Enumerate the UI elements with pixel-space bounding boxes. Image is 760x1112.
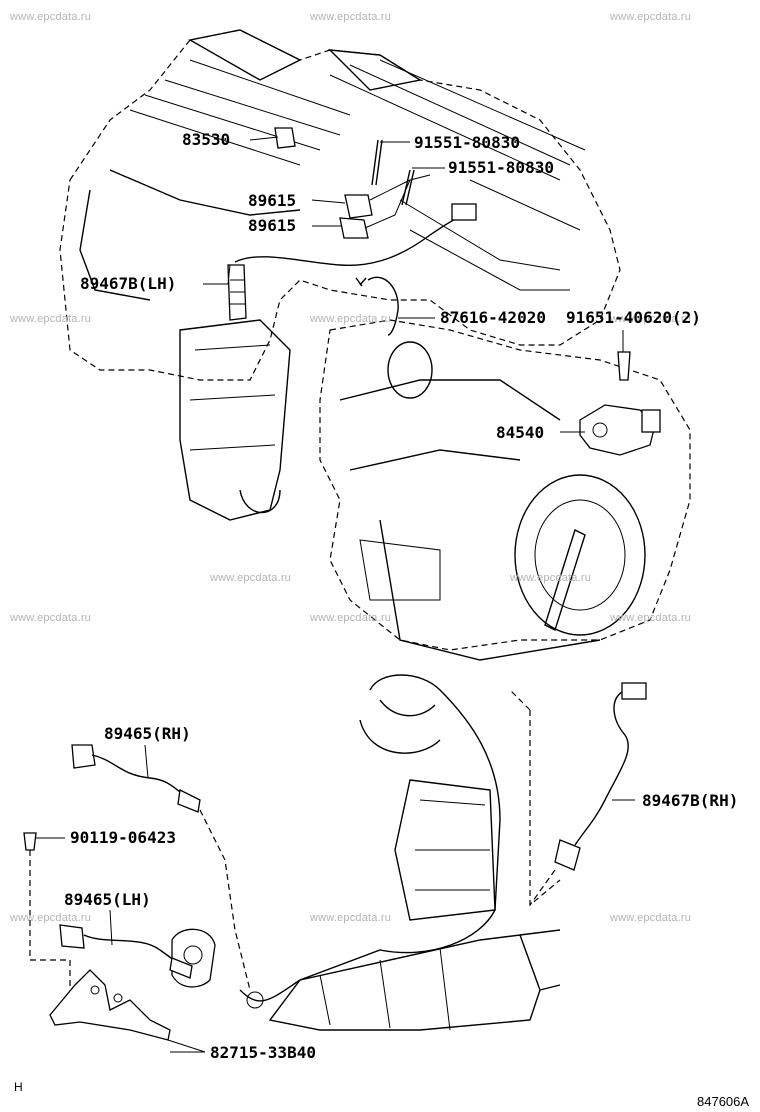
part-label-89465-lh[interactable]: 89465(LH) — [64, 890, 151, 909]
part-label-91551-a[interactable]: 91551-80830 — [414, 133, 520, 152]
neutral-start-switch — [579, 404, 656, 456]
knock-sensor-2 — [339, 217, 369, 239]
part-label-82715[interactable]: 82715-33B40 — [210, 1043, 316, 1062]
watermark-4: www.epcdata.ru — [10, 313, 92, 325]
watermark-2: www.epcdata.ru — [310, 11, 392, 23]
oil-pressure-switch — [274, 127, 296, 149]
part-label-89467b-lh[interactable]: 89467B(LH) — [80, 274, 177, 293]
o2-sensor-connector-lh — [59, 924, 85, 949]
watermark-9: www.epcdata.ru — [10, 612, 92, 624]
o2-sensor-connector-upper-rh — [621, 682, 647, 700]
watermark-13: www.epcdata.ru — [310, 912, 392, 924]
o2-sensor-connector-rh — [71, 744, 96, 769]
engine-outline — [59, 29, 621, 381]
part-label-87616[interactable]: 87616-42020 — [440, 308, 546, 327]
upper-harness — [234, 214, 466, 267]
watermark-12: www.epcdata.ru — [10, 912, 92, 924]
exhaust-flange — [171, 928, 216, 988]
watermark-14: www.epcdata.ru — [610, 912, 692, 924]
corner-mark: H — [14, 1080, 23, 1094]
part-label-89467b-rh[interactable]: 89467B(RH) — [642, 791, 739, 810]
part-label-83530[interactable]: 83530 — [182, 130, 231, 149]
part-label-89615-a[interactable]: 89615 — [248, 191, 297, 210]
front-catalyst — [394, 779, 496, 921]
leader-lines — [36, 136, 635, 1053]
rear-catalyst — [268, 934, 541, 1031]
watermark-11: www.epcdata.ru — [610, 612, 692, 624]
watermark-5: www.epcdata.ru — [310, 313, 392, 325]
watermark-8: www.epcdata.ru — [510, 572, 592, 584]
watermark-3: www.epcdata.ru — [610, 11, 692, 23]
harness-clamp — [367, 276, 399, 336]
part-label-90119[interactable]: 90119-06423 — [70, 828, 176, 847]
transaxle-outline — [319, 319, 691, 651]
part-label-89615-b[interactable]: 89615 — [248, 216, 297, 235]
part-label-84540[interactable]: 84540 — [496, 423, 545, 442]
sensor-bracket — [49, 969, 171, 1041]
watermark-6: www.epcdata.ru — [610, 313, 692, 325]
front-exhaust-pipe — [239, 674, 501, 1002]
part-label-91651[interactable]: 91651-40620(2) — [566, 308, 701, 327]
part-label-89465-rh[interactable]: 89465(RH) — [104, 724, 191, 743]
knock-sensor-1 — [344, 194, 373, 219]
diagram-id: 847606A — [697, 1094, 750, 1109]
watermark-1: www.epcdata.ru — [10, 11, 92, 23]
watermark-7: www.epcdata.ru — [210, 572, 292, 584]
watermark-10: www.epcdata.ru — [310, 612, 392, 624]
part-label-91551-b[interactable]: 91551-80830 — [448, 158, 554, 177]
